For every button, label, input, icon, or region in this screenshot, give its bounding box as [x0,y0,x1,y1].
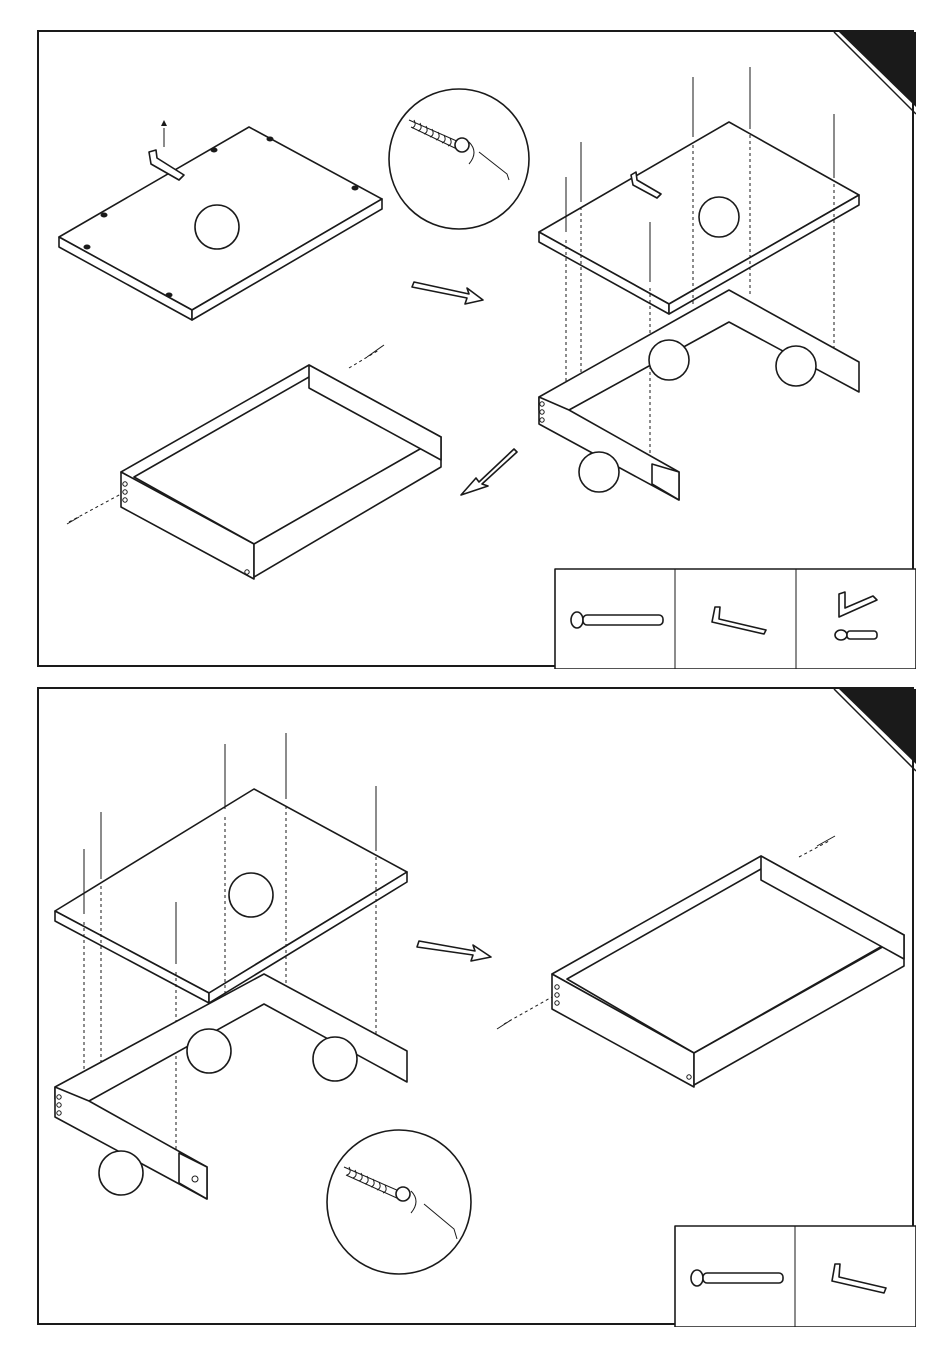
step-corner-tab [839,689,916,764]
cam-bolt-zoom-detail [327,1130,471,1274]
direction-arrow [412,282,483,304]
direction-arrow [461,449,517,495]
parts-legend-step-2 [675,1226,916,1327]
exploded-top-assembly [539,67,859,500]
step-corner-tab [839,32,916,107]
assembly-step-panel-1 [37,30,914,667]
direction-arrow [417,941,491,961]
parts-legend-step-1 [555,569,916,669]
assembled-frame [497,836,904,1087]
cam-bolt-zoom-detail [389,89,529,229]
exploded-top-assembly [55,733,407,1199]
top-board-with-bracket [59,120,382,320]
step-1-illustration [39,32,916,669]
part-label-circle [195,205,239,249]
step-2-illustration [39,689,916,1327]
assembled-frame [67,345,441,579]
assembly-step-panel-2 [37,687,914,1325]
